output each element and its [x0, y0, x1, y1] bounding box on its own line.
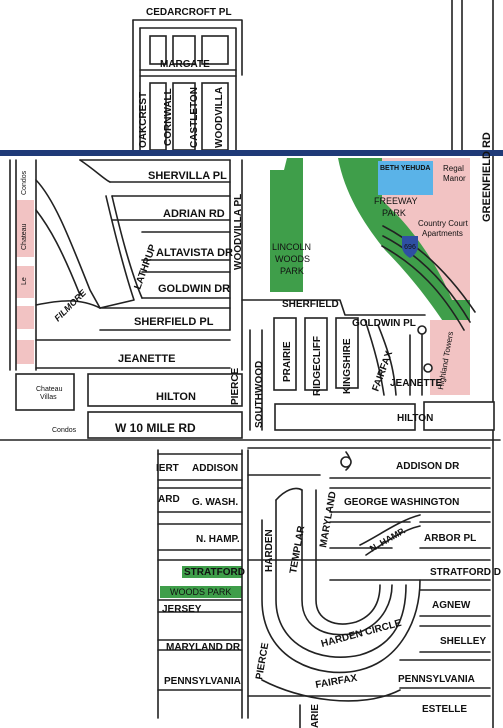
label-lincoln-2: WOODS	[275, 254, 310, 264]
label-southwood: SOUTHWOOD	[254, 361, 265, 428]
west-streets	[0, 159, 501, 441]
label-hilton-west: HILTON	[156, 391, 196, 403]
label-cornwall: CORNWALL	[163, 88, 174, 146]
label-castleton: CASTLETON	[189, 87, 200, 148]
label-george-washington: GEORGE WASHINGTON	[344, 497, 459, 508]
label-maryland-dr: MARYLAND DR	[166, 642, 241, 653]
shield-number: 696	[404, 244, 416, 251]
label-maryland-north: MARYLAND	[318, 491, 339, 549]
label-lathrup: LATHRUP	[132, 243, 159, 291]
label-arie: ARIE	[310, 704, 321, 728]
label-jeanette-west: JEANETTE	[118, 353, 175, 365]
label-ert: IERT	[156, 463, 179, 474]
label-condos-south: Condos	[52, 427, 77, 434]
label-filmore: FILMORE	[52, 287, 88, 323]
label-regal-2: Manor	[443, 174, 466, 183]
label-pierce-north: PIERCE	[230, 367, 241, 405]
i-696-highway	[0, 150, 503, 156]
label-fairfax-south: FAIRFAX	[315, 673, 359, 691]
label-woods-park: WOODS PARK	[170, 587, 231, 597]
label-woodvilla-pl: WOODVILLA PL	[233, 194, 244, 270]
label-altavista: ALTAVISTA DR	[156, 247, 233, 259]
label-cedarcroft: CEDARCROFT PL	[146, 7, 232, 18]
label-sherfield-pl: SHERFIELD PL	[134, 316, 214, 328]
label-stratford: STRATFORD	[184, 567, 245, 578]
label-pennsylvania-west: PENNSYLVANIA	[164, 676, 241, 687]
label-greenfield: GREENFIELD RD	[481, 132, 493, 222]
label-agnew: AGNEW	[432, 600, 471, 611]
label-freeway-1: FREEWAY	[374, 196, 418, 206]
label-addison-dr: ADDISON DR	[396, 461, 460, 472]
label-margate: MARGATE	[160, 59, 210, 70]
label-n-hamp: N. HAMP.	[196, 534, 240, 545]
label-lincoln-3: PARK	[280, 266, 304, 276]
condo-strip-1	[16, 200, 34, 257]
condo-strip-2	[16, 266, 34, 298]
label-jeanette-east: JEANETTE	[390, 378, 443, 389]
label-arbor: ARBOR PL	[424, 533, 476, 544]
label-jersey: JERSEY	[162, 604, 202, 615]
label-addison: ADDISON	[192, 463, 238, 474]
south-streets	[157, 447, 491, 728]
condo-strip-3	[16, 306, 34, 329]
label-pennsylvania-east: PENNSYLVANIA	[398, 674, 475, 685]
label-hilton-east: HILTON	[397, 413, 433, 424]
label-condos-north: Condos	[21, 170, 28, 195]
label-goldwin-west: GOLDWIN DR	[158, 283, 230, 295]
label-ten-mile: W 10 MILE RD	[115, 421, 196, 435]
label-regal-1: Regal	[443, 164, 464, 173]
label-country-court-1: Country Court	[418, 219, 469, 228]
i696-shield-icon: 696	[402, 236, 418, 258]
label-ard: ARD	[158, 494, 180, 505]
label-chateau-villas-2: Villas	[40, 394, 57, 401]
stratford-park-strip	[182, 566, 242, 578]
beth-yehuda-building	[378, 161, 433, 195]
condo-strip-4	[16, 340, 34, 364]
label-oakcrest: OAKCREST	[138, 92, 149, 148]
label-country-court-2: Apartments	[422, 229, 463, 238]
label-kingshire: KINGSHIRE	[342, 338, 353, 394]
label-lincoln-1: LINCOLN	[272, 242, 311, 252]
label-goldwin-pl: GOLDWIN PL	[352, 318, 416, 329]
label-shelley: SHELLEY	[440, 636, 486, 647]
label-le: Le	[21, 277, 28, 285]
label-woodvilla-north: WOODVILLA	[214, 87, 225, 148]
label-prairie: PRAIRIE	[282, 341, 293, 382]
woods-park-south	[160, 586, 242, 598]
label-sherfield: SHERFIELD	[282, 299, 339, 310]
label-freeway-2: PARK	[382, 208, 406, 218]
lincoln-woods-park	[270, 158, 303, 292]
label-chateau: Chateau	[21, 223, 28, 250]
label-shervilla: SHERVILLA PL	[148, 170, 227, 182]
label-g-wash: G. WASH.	[192, 497, 238, 508]
label-adrian: ADRIAN RD	[163, 208, 225, 220]
label-stratford-dr: STRATFORD D	[430, 567, 501, 578]
label-pierce-south: PIERCE	[254, 642, 271, 681]
label-beth-yehuda: BETH YEHUDA	[380, 165, 430, 172]
label-harden: HARDEN	[264, 529, 275, 572]
label-chateau-villas-1: Chateau	[36, 386, 63, 393]
label-templar: TEMPLAR	[288, 524, 307, 574]
label-estelle: ESTELLE	[422, 704, 467, 715]
highland-towers-area	[430, 320, 470, 395]
label-ridgecliff: RIDGECLIFF	[312, 336, 323, 396]
central-streets	[241, 225, 495, 431]
